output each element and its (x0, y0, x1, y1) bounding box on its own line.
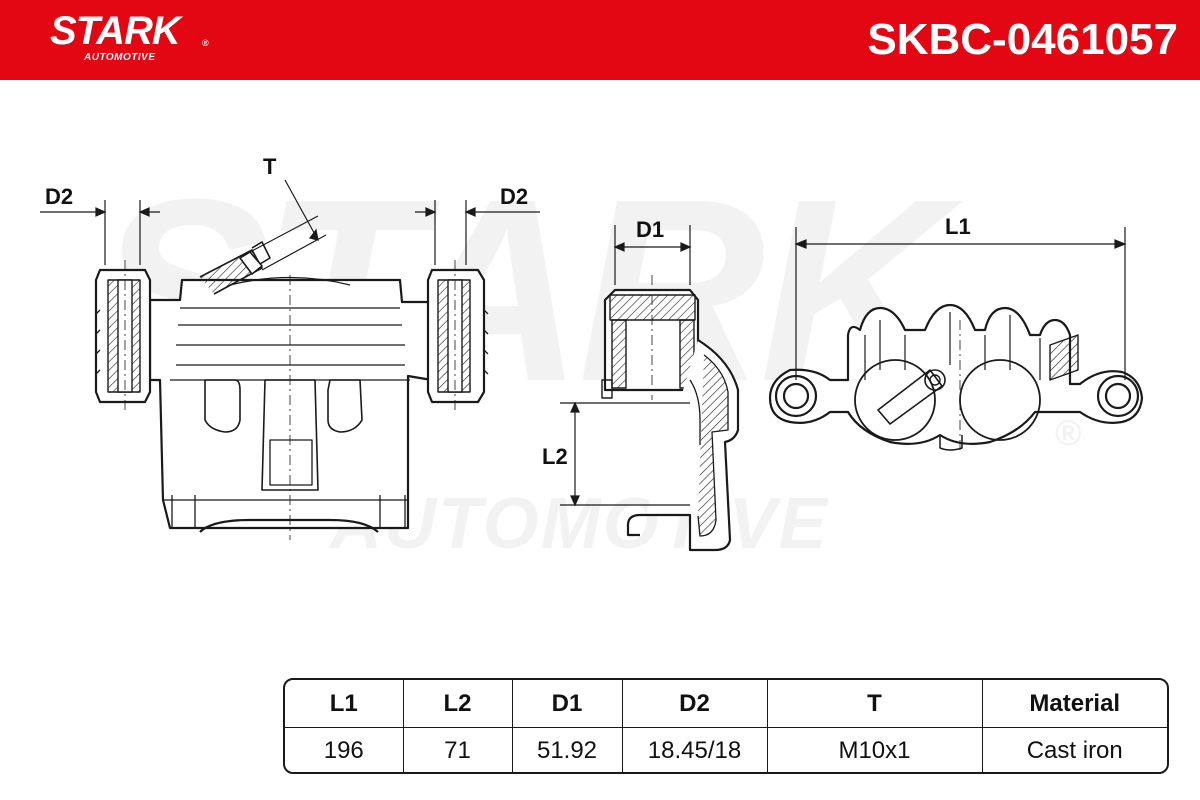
spec-value-l1: 196 (323, 736, 364, 764)
spec-table-grid: L1 L2 D1 D2 T Material 196 71 51.92 18.4… (285, 680, 1167, 772)
left-mounting-boss (94, 260, 152, 410)
dim-label-d2-right: D2 (500, 184, 528, 209)
right-mounting-boss (426, 260, 489, 410)
spec-value-material: Cast iron (981, 727, 1167, 772)
part-number: SKBC-0461057 (867, 15, 1178, 64)
dim-label-d1: D1 (636, 217, 664, 242)
caliper-drawing: STARK AUTOMOTIVE ® (40, 146, 1144, 564)
caliper-front-view (94, 241, 489, 540)
spec-value-t: M10x1 (766, 727, 982, 772)
spec-header-t: T (766, 680, 982, 728)
dim-label-d2-left: D2 (45, 184, 73, 209)
spec-header-d2: D2 (621, 680, 767, 728)
spec-value-l2: 71 (402, 727, 512, 772)
technical-drawing: STARK AUTOMOTIVE ® (0, 80, 1200, 660)
spec-header-d1: D1 (511, 680, 622, 728)
caliper-section-view (601, 275, 740, 552)
section-view-dimensions (560, 225, 692, 507)
spec-value-d1: 51.92 (511, 727, 622, 772)
top-view-dimensions (794, 227, 1127, 380)
spec-header-l1: L1 (285, 680, 403, 728)
front-view-dimensions (40, 179, 540, 271)
dim-label-l1: L1 (945, 214, 971, 239)
brand-logo-registered: ® (202, 38, 209, 48)
spec-table: L1 L2 D1 D2 T Material 196 71 51.92 18.4… (283, 678, 1169, 774)
watermark-registered: ® (1055, 412, 1082, 453)
brand-logo-subtitle: AUTOMOTIVE (84, 52, 156, 63)
header-banner: STARK ® AUTOMOTIVE SKBC-0461057 (0, 0, 1200, 80)
dim-label-t: T (263, 154, 277, 179)
brand-logo: STARK ® AUTOMOTIVE (50, 8, 220, 68)
spec-header-material: Material (981, 680, 1167, 728)
spec-table-value-row: 196 71 51.92 18.45/18 M10x1 Cast iron (285, 727, 1167, 772)
dim-label-l2: L2 (542, 444, 568, 469)
caliper-top-view (768, 303, 1144, 451)
bleeder-screw (199, 241, 271, 295)
brand-logo-text: STARK (50, 9, 181, 53)
spec-table-header-row: L1 L2 D1 D2 T Material (285, 680, 1167, 728)
spec-header-l2: L2 (402, 680, 512, 728)
spec-value-d2: 18.45/18 (621, 727, 767, 772)
